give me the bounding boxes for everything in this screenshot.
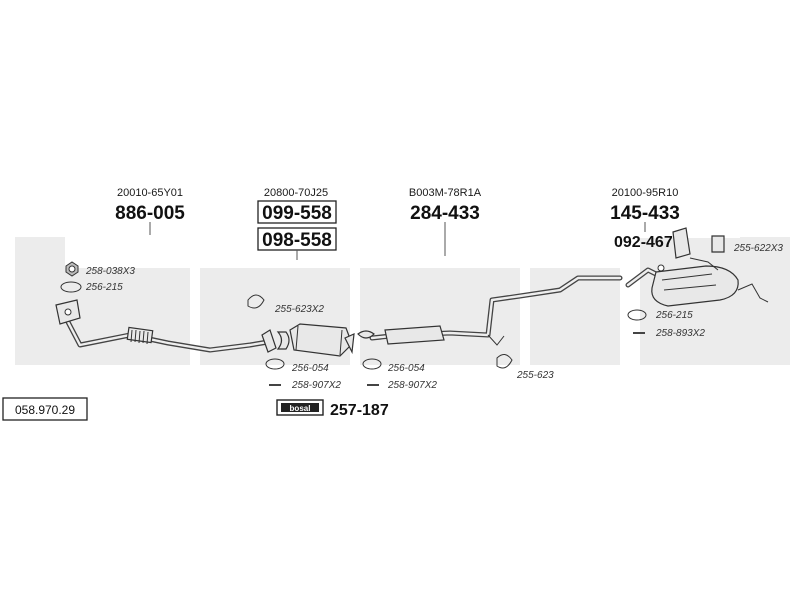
part-number: 099-558 bbox=[262, 203, 332, 224]
diagram-number-box: 058.970.29 bbox=[2, 397, 88, 421]
ref-label: 255-622X3 bbox=[733, 243, 783, 254]
ring-icon bbox=[265, 358, 285, 370]
oem-number: 20100-95R10 bbox=[612, 187, 679, 199]
front-pipe bbox=[55, 299, 271, 353]
ref-label: 256-215 bbox=[655, 310, 693, 321]
ref-label: 255-623X2 bbox=[274, 304, 324, 315]
kit-logo: bosal bbox=[290, 404, 311, 413]
ref-label: 258-907X2 bbox=[387, 380, 437, 391]
oem-number: B003M-78R1A bbox=[409, 187, 482, 199]
ref-label: 255-623 bbox=[516, 370, 554, 381]
ring-icon bbox=[60, 281, 82, 293]
middle-pipe bbox=[357, 275, 623, 346]
ref-label: 256-054 bbox=[291, 363, 329, 374]
ring-icon bbox=[362, 358, 382, 370]
bolt-icon bbox=[269, 384, 281, 386]
rear-silencer bbox=[625, 227, 769, 307]
kit-number: 257-187 bbox=[330, 402, 389, 419]
diagram-number: 058.970.29 bbox=[15, 403, 75, 417]
part-label-2: 20800-70J25 099-558 098-558 bbox=[257, 187, 337, 260]
ref-label: 258-038X3 bbox=[85, 266, 135, 277]
part-number: 886-005 bbox=[115, 203, 185, 224]
ref-label: 256-215 bbox=[85, 282, 123, 293]
ring-icon bbox=[627, 309, 647, 321]
bolt-icon bbox=[633, 332, 645, 334]
part-label-4: 20100-95R10 145-433 092-467 bbox=[610, 187, 680, 251]
part-number: 284-433 bbox=[410, 203, 480, 224]
part-number: 098-558 bbox=[262, 230, 332, 251]
hanger-icon bbox=[247, 294, 265, 309]
ref-label: 256-054 bbox=[387, 363, 425, 374]
oem-number: 20010-65Y01 bbox=[117, 187, 183, 199]
part-number-extra: 092-467 bbox=[614, 234, 673, 251]
bolt-icon bbox=[367, 384, 379, 386]
catalytic-converter bbox=[261, 323, 355, 357]
mounting-kit: bosal 257-187 bbox=[276, 399, 389, 419]
hanger-icon bbox=[496, 354, 513, 369]
part-label-1: 20010-65Y01 886-005 bbox=[115, 187, 185, 235]
ref-label: 258-907X2 bbox=[291, 380, 341, 391]
part-number: 145-433 bbox=[610, 203, 680, 224]
ref-label: 258-893X2 bbox=[655, 328, 705, 339]
gasket-icon bbox=[65, 261, 79, 277]
oem-number: 20800-70J25 bbox=[264, 187, 328, 199]
part-label-3: B003M-78R1A 284-433 bbox=[409, 187, 482, 256]
